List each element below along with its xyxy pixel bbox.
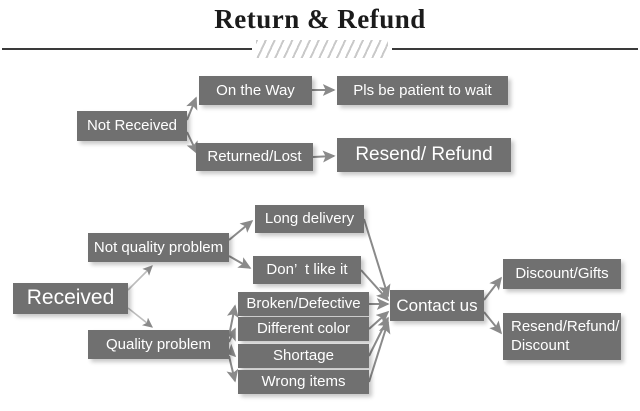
edge-not-quality-dont-like xyxy=(228,255,252,269)
divider-rule-left xyxy=(2,48,252,50)
node-received[interactable]: Received xyxy=(13,283,128,314)
edge-not-quality-long-delivery xyxy=(228,219,254,241)
node-pls-be-patient[interactable]: Pls be patient to wait xyxy=(337,76,508,105)
node-quality-problem[interactable]: Quality problem xyxy=(88,330,229,359)
node-wrong-items[interactable]: Wrong items xyxy=(238,370,369,394)
hatched-divider-icon xyxy=(256,40,388,58)
edge-quality-wrong-items xyxy=(226,355,239,383)
edge-contact-us-resend-discount xyxy=(483,311,503,335)
node-broken-defective[interactable]: Broken/Defective xyxy=(238,292,369,316)
edge-quality-shortage xyxy=(222,343,237,358)
node-shortage[interactable]: Shortage xyxy=(238,344,369,368)
edge-dont-like-contact-us xyxy=(360,269,390,302)
node-dont-like-it[interactable]: Don’ t like it xyxy=(253,256,361,284)
node-different-color[interactable]: Different color xyxy=(238,317,369,341)
node-resend-refund[interactable]: Resend/ Refund xyxy=(337,138,511,172)
page-title: Return & Refund xyxy=(214,4,426,34)
edge-different-color-contact-us xyxy=(368,310,390,330)
edge-long-delivery-contact-us xyxy=(363,218,391,298)
node-on-the-way[interactable]: On the Way xyxy=(199,76,312,105)
node-not-received[interactable]: Not Received xyxy=(77,111,187,141)
node-not-quality-problem[interactable]: Not quality problem xyxy=(88,233,229,262)
node-resend-refund-discount[interactable]: Resend/Refund/ Discount xyxy=(503,313,621,360)
title-divider xyxy=(0,40,640,58)
edge-returned-lost-resend-refund xyxy=(312,150,336,163)
divider-rule-right xyxy=(392,48,638,50)
edge-not-received-returned-lost xyxy=(186,131,198,155)
node-long-delivery[interactable]: Long delivery xyxy=(255,205,364,233)
edge-received-quality xyxy=(127,307,154,328)
node-contact-us[interactable]: Contact us xyxy=(390,290,484,321)
edge-wrong-items-contact-us xyxy=(368,320,391,383)
node-discount-gifts[interactable]: Discount/Gifts xyxy=(503,259,621,289)
edge-contact-us-discount-gifts xyxy=(483,276,502,301)
edge-quality-different-color xyxy=(224,327,236,343)
edge-received-not-quality xyxy=(127,265,153,291)
node-returned-lost[interactable]: Returned/Lost xyxy=(196,143,313,171)
edge-not-received-on-the-way xyxy=(186,96,198,121)
